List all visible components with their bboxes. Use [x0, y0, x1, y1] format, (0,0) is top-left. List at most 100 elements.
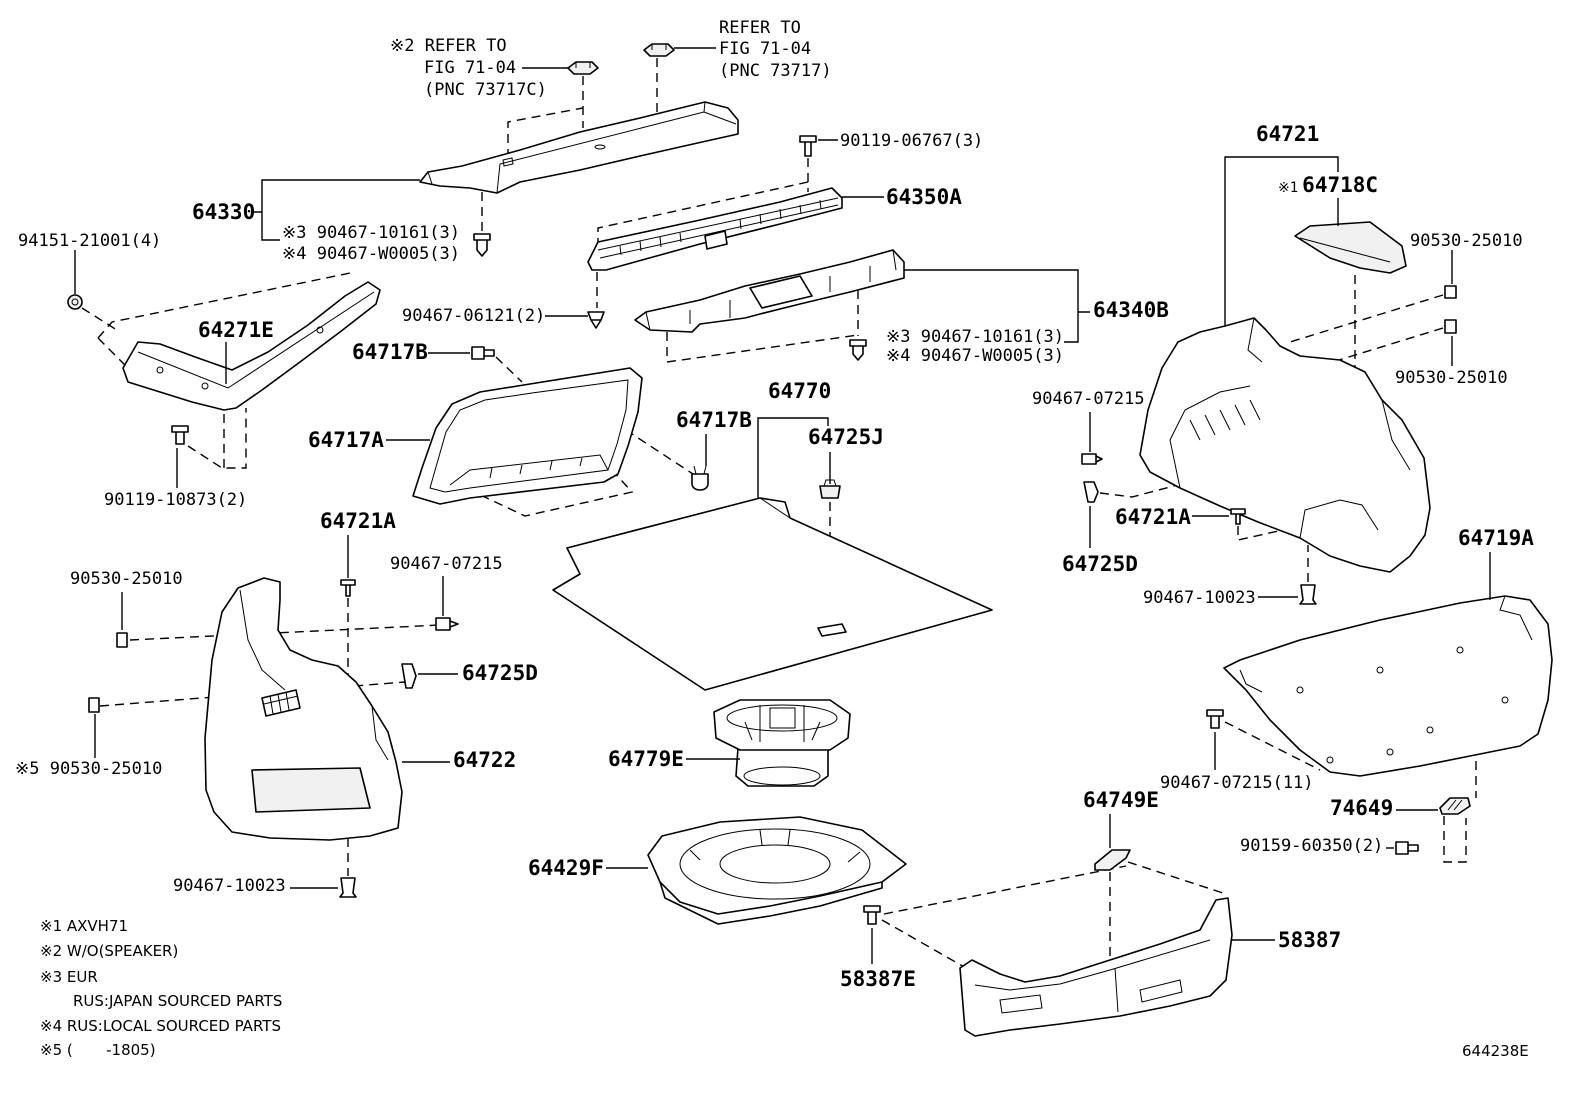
callout-64350a: 64350A: [886, 185, 962, 209]
callout-90467-06121: 90467-06121(2): [402, 306, 545, 326]
screw-90119-10873: [171, 425, 189, 445]
clip-90467-10023-right: [1299, 584, 1317, 605]
screw-90119-06767: [799, 135, 817, 157]
footnote-2: ※2 W/O(SPEAKER): [40, 942, 178, 960]
callout-90119-10873: 90119-10873(2): [104, 490, 247, 510]
cover-64718c: [1294, 221, 1407, 274]
reference-line-3: (PNC 73717C): [424, 80, 547, 100]
package-tray-trim-64330: [419, 101, 739, 194]
frame-64717a: [412, 367, 643, 505]
footnote-1: ※1 AXVH71: [40, 917, 128, 935]
callout-90530-25010-s5: ※5 90530-25010: [15, 759, 162, 779]
spare-tire-holder-64779e: [713, 699, 851, 787]
callout-64725j: 64725J: [808, 425, 884, 449]
footnote-3: ※3 EUR: [40, 968, 98, 986]
reference-speaker-clip: ※2 REFER TO FIG 71-04 (PNC 73717C): [390, 36, 547, 100]
callout-90159-60350: 90159-60350(2): [1240, 836, 1383, 856]
callout-labels: 90119-06767(3) 64330 ※3 90467-10161(3) ※…: [15, 122, 1534, 991]
callout-64721a-right: 64721A: [1115, 505, 1191, 529]
callout-64340b: 64340B: [1093, 298, 1169, 322]
screw-90159-60350: [1395, 841, 1419, 855]
callout-64718c-number: 64718C: [1302, 173, 1378, 197]
callout-58387: 58387: [1278, 928, 1341, 952]
callout-64718c-marker: ※1: [1278, 180, 1298, 196]
floor-mat-64770: [552, 497, 993, 691]
callout-64779e: 64779E: [608, 747, 684, 771]
trunk-lid-trim-64719a: [1223, 595, 1553, 777]
quarter-trim-left-64722: [204, 577, 403, 841]
screw-58387e: [863, 905, 881, 925]
callout-90467-w0005-right: ※4 90467-W0005(3): [886, 346, 1064, 366]
clip-90467-07215-left: [435, 617, 459, 631]
callout-90530-25010-upper: 90530-25010: [1410, 231, 1523, 251]
callout-90467-10023-right: 90467-10023: [1143, 588, 1256, 608]
clip-90467-06121: [587, 311, 605, 329]
clip-73717: [643, 43, 675, 57]
footnote-5: ※5 ( -1805): [40, 1041, 156, 1059]
callout-90467-10023-left: 90467-10023: [173, 876, 286, 896]
panel-64340b: [634, 249, 905, 333]
scuff-plate-58387: [959, 897, 1233, 1037]
callout-90119-06767: 90119-06767(3): [840, 131, 983, 151]
clip-90467-07215-right: [1081, 453, 1103, 465]
callout-64330: 64330: [192, 200, 255, 224]
leader-lines: [74, 47, 1491, 964]
panel-64350a: [587, 187, 843, 271]
callout-64271e: 64271E: [198, 318, 274, 342]
clip-64717b-right: [691, 465, 709, 491]
clip-64749e: [1094, 849, 1131, 871]
clip-90530-left-s5: [88, 697, 100, 713]
screw-90467-07215-11: [1206, 709, 1224, 729]
tray-64429f: [647, 816, 907, 925]
callout-90530-25010-lower: 90530-25010: [1395, 368, 1508, 388]
callout-74649: 74649: [1330, 796, 1393, 820]
screw-94151-21001: [67, 294, 83, 310]
pin-64721a-left: [340, 579, 356, 597]
footnotes: ※1 AXVH71 ※2 W/O(SPEAKER) ※3 EUR RUS:JAP…: [40, 917, 282, 1059]
callout-64749e: 64749E: [1083, 788, 1159, 812]
clip-74649: [1439, 797, 1471, 815]
callout-64725d-left: 64725D: [462, 661, 538, 685]
callout-64725d-right: 64725D: [1062, 552, 1138, 576]
callout-90467-10161-right: ※3 90467-10161(3): [886, 327, 1064, 347]
callout-58387e: 58387E: [840, 967, 916, 991]
pin-64721a-right: [1230, 508, 1246, 525]
callout-90467-w0005-top: ※4 90467-W0005(3): [282, 244, 460, 264]
reference-line-2: FIG 71-04: [424, 58, 516, 78]
reference-line-1: REFER TO: [719, 18, 801, 38]
reference-line-2: FIG 71-04: [719, 39, 811, 59]
callout-90467-07215-left: 90467-07215: [390, 554, 503, 574]
clip-90467-10023-left: [339, 877, 357, 898]
callout-90467-10161-top: ※3 90467-10161(3): [282, 223, 460, 243]
callout-94151-21001: 94151-21001(4): [18, 231, 161, 251]
callout-64770: 64770: [768, 379, 831, 403]
callout-64429f: 64429F: [528, 856, 604, 880]
clip-90530-left: [116, 632, 128, 648]
bracket-64725d-left: [401, 663, 417, 689]
callout-64719a: 64719A: [1458, 526, 1534, 550]
callout-90467-07215-11: 90467-07215(11): [1160, 773, 1314, 793]
callout-90530-25010-left: 90530-25010: [70, 569, 183, 589]
clip-90530-right-lower: [1444, 319, 1457, 334]
reference-tray-clip: REFER TO FIG 71-04 (PNC 73717): [719, 18, 832, 81]
bracket-64271e: [122, 281, 381, 411]
callout-64721a-left: 64721A: [320, 509, 396, 533]
callout-64717b-right: 64717B: [676, 408, 752, 432]
clip-90467-10161-top: [473, 233, 491, 257]
bracket-64725d-right: [1083, 481, 1099, 503]
clip-90530-right-upper: [1444, 285, 1457, 299]
reference-line-1: ※2 REFER TO: [390, 36, 507, 56]
footnote-3-continued: RUS:JAPAN SOURCED PARTS: [73, 992, 282, 1010]
figure-code: 644238E: [1462, 1042, 1529, 1060]
callout-64717b-left: 64717B: [352, 340, 428, 364]
quarter-trim-right-64721: [1139, 317, 1431, 573]
footnote-4: ※4 RUS:LOCAL SOURCED PARTS: [40, 1017, 281, 1035]
callout-64717a: 64717A: [308, 428, 384, 452]
screw-64717b-left: [471, 346, 495, 360]
callout-90467-07215-right: 90467-07215: [1032, 389, 1145, 409]
clip-90467-10161-right: [849, 339, 867, 361]
clip-73717c: [567, 61, 599, 75]
reference-line-3: (PNC 73717): [719, 61, 832, 81]
